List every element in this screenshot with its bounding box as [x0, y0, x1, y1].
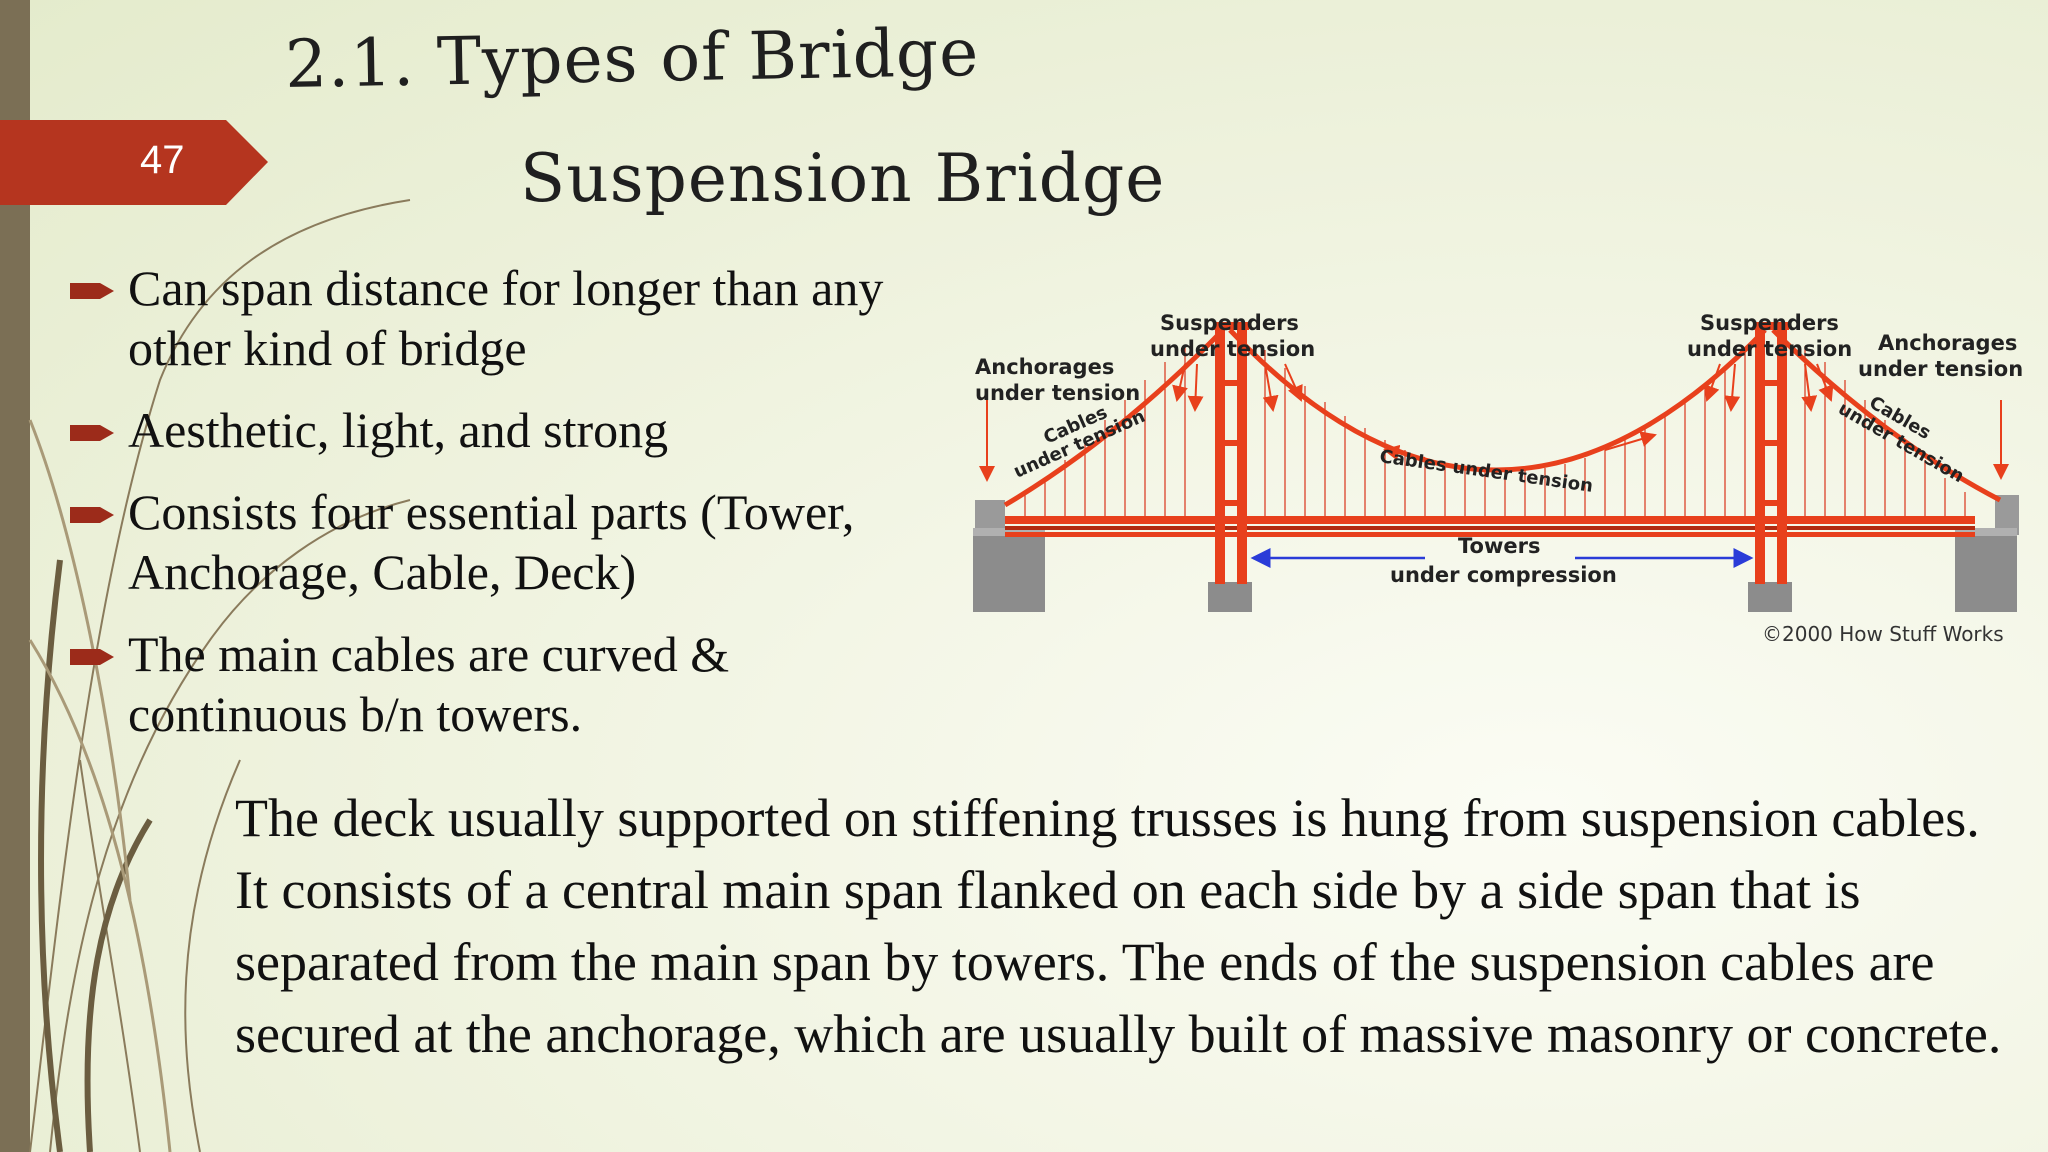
bullet-arrow-icon [70, 507, 114, 523]
bullet-text-continued: continuous b/n towers. [128, 686, 583, 742]
deck [1005, 516, 1975, 537]
tower-left [1213, 322, 1249, 584]
tower-right [1753, 322, 1789, 584]
bullet-text-continued: other kind of bridge [128, 320, 527, 376]
body-paragraph: The deck usually supported on stiffening… [235, 788, 2002, 1064]
bullet-text: Can span distance for longer than any [128, 260, 884, 316]
bullet-item: The main cables are curved & continuous … [70, 624, 990, 744]
bullet-text-continued: Anchorage, Cable, Deck) [128, 544, 637, 600]
label-cables-main: Cables under tension [1378, 446, 1594, 497]
main-cables [1003, 328, 2002, 508]
label-suspenders-left: Suspenders [1160, 311, 1299, 335]
bullet-text: Aesthetic, light, and strong [128, 402, 669, 458]
label-anchorages-right-2: under tension [1858, 357, 2023, 381]
slide-subtitle: Suspension Bridge [520, 140, 1166, 217]
label-suspenders-left-2: under tension [1150, 337, 1315, 361]
label-suspenders-right-2: under tension [1687, 337, 1852, 361]
page-number-badge [0, 120, 268, 205]
bullet-text: Consists four essential parts (Tower, [128, 484, 855, 540]
bullet-arrow-icon [70, 425, 114, 441]
suspension-bridge-diagram: Anchorages under tension Suspenders unde… [973, 311, 2023, 612]
label-anchorages-right: Anchorages [1878, 331, 2017, 355]
slide-title: 2.1. Types of Bridge [284, 13, 980, 104]
label-anchorages-left: Anchorages [975, 355, 1114, 379]
diagram-copyright: ©2000 How Stuff Works [1762, 622, 2004, 646]
label-towers: Towers [1458, 534, 1540, 558]
suspenders [1024, 346, 1966, 518]
label-towers-2: under compression [1390, 563, 1617, 587]
bullet-list: Can span distance for longer than any ot… [70, 258, 990, 766]
decorative-leaf-lines [28, 199, 411, 1152]
page-number: 47 [140, 138, 185, 182]
tower-footing-left [1208, 582, 1252, 612]
bullet-arrow-icon [70, 649, 114, 665]
anchorage-left [973, 500, 1045, 612]
bullet-item: Aesthetic, light, and strong [70, 400, 990, 460]
label-suspenders-right: Suspenders [1700, 311, 1839, 335]
label-anchorages-left-2: under tension [975, 381, 1140, 405]
bullet-item: Consists four essential parts (Tower, An… [70, 482, 990, 602]
bullet-arrow-icon [70, 283, 114, 299]
tower-footing-right [1748, 582, 1792, 612]
bullet-text: The main cables are curved & [128, 626, 730, 682]
tension-arrows [979, 363, 2009, 482]
bullet-item: Can span distance for longer than any ot… [70, 258, 990, 378]
